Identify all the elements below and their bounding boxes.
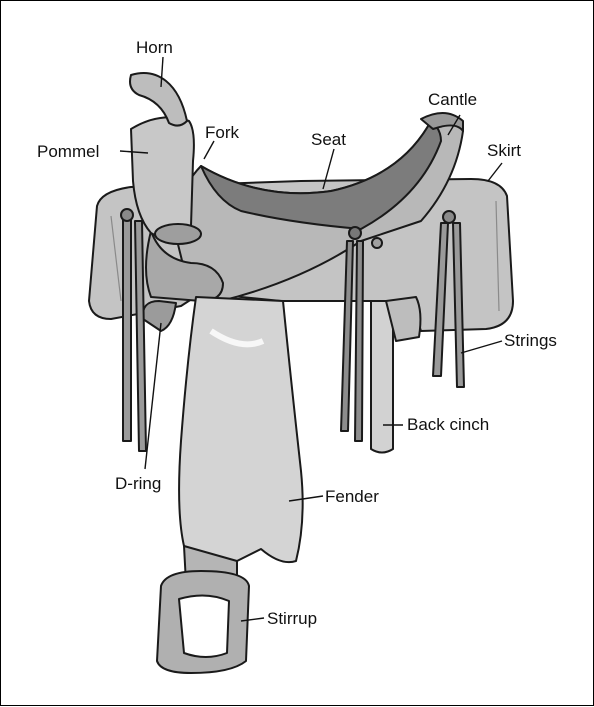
label-fork: Fork — [205, 123, 240, 142]
strings-leader — [461, 341, 502, 353]
fork-leader — [204, 141, 214, 159]
saddle-illustration — [89, 73, 513, 673]
label-cantle: Cantle — [428, 90, 477, 109]
label-pommel: Pommel — [37, 142, 99, 161]
label-seat: Seat — [311, 130, 346, 149]
label-back-cinch: Back cinch — [407, 415, 489, 434]
label-d-ring: D-ring — [115, 474, 161, 493]
d-ring-shape — [143, 301, 176, 331]
fender-shape — [179, 297, 303, 562]
d-ring-leader — [145, 323, 161, 469]
label-stirrup: Stirrup — [267, 609, 317, 628]
skirt-leader — [488, 163, 502, 181]
back-cinch-shape — [371, 301, 393, 453]
label-strings: Strings — [504, 331, 557, 350]
label-skirt: Skirt — [487, 141, 521, 160]
label-horn: Horn — [136, 38, 173, 57]
label-fender: Fender — [325, 487, 379, 506]
front-strings-shape — [123, 219, 131, 441]
